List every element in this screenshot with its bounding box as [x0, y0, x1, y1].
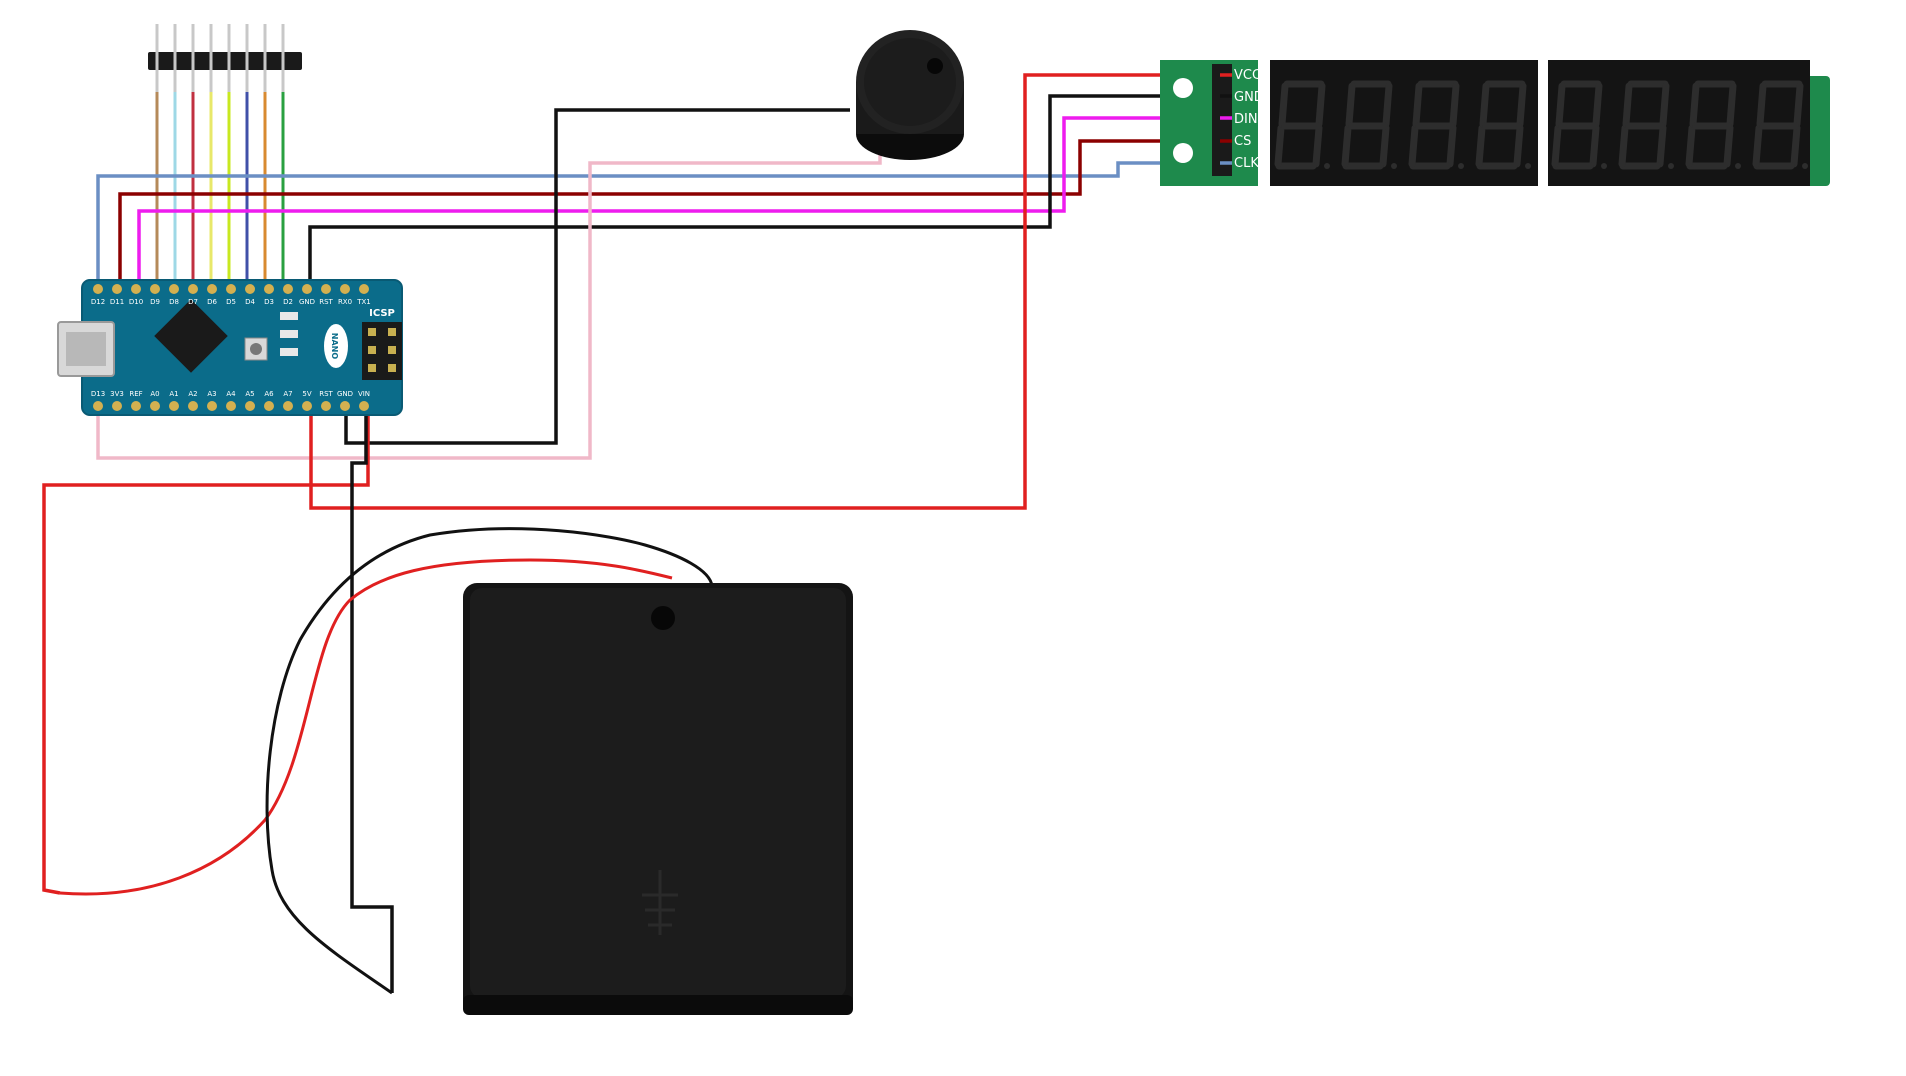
top-pin-label: D12: [91, 298, 105, 306]
bottom-pin-pad: [340, 401, 350, 411]
bottom-pin-pad: [321, 401, 331, 411]
top-pin-pad: [112, 284, 122, 294]
display-pin-label: DIN: [1234, 112, 1258, 127]
bottom-pin-pad: [245, 401, 255, 411]
power-wires: [42, 73, 1220, 993]
bottom-pin-label: A6: [264, 390, 274, 398]
bottom-pin-label: 3V3: [110, 390, 124, 398]
bottom-pin-pad: [207, 401, 217, 411]
top-pin-label: D10: [129, 298, 143, 306]
signal-wires: [96, 94, 1220, 295]
top-pin-pad: [207, 284, 217, 294]
display-wire-ends: [1220, 73, 1232, 165]
seven-seg-digit: [1752, 80, 1808, 170]
top-pin-label: D4: [245, 298, 255, 306]
bottom-pin-label: A5: [245, 390, 254, 398]
seven-seg-digit: [1408, 80, 1464, 170]
top-pin-label: RST: [319, 298, 333, 306]
bottom-pin-pad: [150, 401, 160, 411]
top-pin-pad: [131, 284, 141, 294]
bottom-pin-label: D13: [91, 390, 105, 398]
switch-hole: [651, 606, 675, 630]
icsp-label: ICSP: [369, 308, 395, 319]
top-pin-label: D5: [226, 298, 236, 306]
bottom-pin-pad: [359, 401, 369, 411]
battery-holder: [463, 583, 853, 1015]
top-pin-pad: [283, 284, 293, 294]
top-pin-pad: [359, 284, 369, 294]
bottom-pin-label: A2: [188, 390, 197, 398]
seven-seg-digit: [1341, 80, 1397, 170]
bottom-pin-pad: [131, 401, 141, 411]
bottom-pin-label: GND: [337, 390, 353, 398]
display-pin-label: CS: [1234, 134, 1251, 149]
seven-seg-digit: [1274, 80, 1330, 170]
top-pin-label: D2: [283, 298, 293, 306]
top-pin-pad: [340, 284, 350, 294]
top-pin-pad: [226, 284, 236, 294]
top-pin-pad: [188, 284, 198, 294]
top-pin-label: TX1: [356, 298, 371, 306]
bottom-pin-pad: [226, 401, 236, 411]
display-module: VCC GND DIN CS CLK: [1160, 60, 1830, 186]
microcontroller-chip: [154, 299, 228, 373]
top-pin-pad: [169, 284, 179, 294]
top-pin-pad: [302, 284, 312, 294]
buzzer-wires: [96, 108, 882, 460]
top-pin-pad: [245, 284, 255, 294]
bottom-pin-label: VIN: [358, 390, 370, 398]
display-pin-header: [1212, 64, 1232, 176]
top-pin-label: D9: [150, 298, 160, 306]
seven-seg-digit: [1618, 80, 1674, 170]
top-pin-label: D7: [188, 298, 198, 306]
display-pin-label: GND: [1234, 90, 1264, 105]
top-pin-pad: [321, 284, 331, 294]
bottom-pin-label: A1: [169, 390, 178, 398]
bottom-pin-label: 5V: [302, 390, 311, 398]
bottom-pin-pad: [112, 401, 122, 411]
top-pin-label: D11: [110, 298, 124, 306]
top-pin-label: RX0: [338, 298, 352, 306]
display-pin-label: VCC: [1234, 68, 1261, 83]
bottom-pin-label: A3: [207, 390, 216, 398]
bottom-pin-label: RST: [319, 390, 333, 398]
bottom-pin-pad: [264, 401, 274, 411]
top-pin-label: GND: [299, 298, 315, 306]
bottom-pin-pad: [283, 401, 293, 411]
bottom-pin-label: A0: [150, 390, 159, 398]
seven-seg-digit: [1685, 80, 1741, 170]
bottom-pin-pad: [188, 401, 198, 411]
top-pin-label: D3: [264, 298, 274, 306]
bottom-pin-label: A7: [283, 390, 292, 398]
buzzer-hole: [927, 58, 943, 74]
top-pin-pad: [93, 284, 103, 294]
top-pin-label: D8: [169, 298, 179, 306]
battery-emboss-icon: [642, 870, 678, 935]
seven-seg-digit: [1551, 80, 1607, 170]
bottom-pin-label: REF: [129, 390, 142, 398]
top-pin-pad: [150, 284, 160, 294]
nano-label: NANO: [330, 333, 339, 360]
top-pin-label: D6: [207, 298, 217, 306]
bottom-pin-pad: [302, 401, 312, 411]
buzzer: [856, 30, 964, 160]
bottom-pin-pad: [169, 401, 179, 411]
display-pin-label: CLK: [1234, 156, 1259, 171]
bottom-pin-label: A4: [226, 390, 236, 398]
battery-leads: [59, 527, 714, 995]
top-pin-pad: [264, 284, 274, 294]
bottom-pin-pad: [93, 401, 103, 411]
seven-seg-digit: [1475, 80, 1531, 170]
pin-header: [148, 24, 302, 92]
